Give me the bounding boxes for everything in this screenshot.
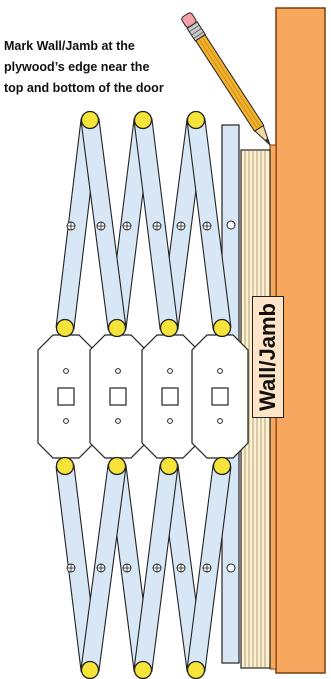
instruction-line-3: top and bottom of the door xyxy=(4,81,164,95)
pivot-bolt-icon xyxy=(80,110,100,130)
plate-slot xyxy=(109,387,127,406)
plate-screw-hole xyxy=(167,418,173,424)
cross-bolts xyxy=(66,221,212,573)
plate-screw-hole xyxy=(115,368,121,374)
plate-screw-hole xyxy=(217,368,223,374)
plate-screw-hole xyxy=(167,368,173,374)
instruction-text: Mark Wall/Jamb at the plywood’s edge nea… xyxy=(4,36,219,99)
pivot-bolts xyxy=(55,110,232,679)
pivot-bolt-icon xyxy=(80,660,100,679)
pivot-bolt-icon xyxy=(133,660,153,679)
plate-screw-hole xyxy=(63,418,69,424)
plate-slot xyxy=(57,387,75,406)
pivot-bolt-icon xyxy=(159,456,179,476)
pivot-bolt-icon xyxy=(107,456,127,476)
plate-screw-hole xyxy=(63,368,69,374)
plate-slot xyxy=(161,387,179,406)
instruction-line-1: Mark Wall/Jamb at the xyxy=(4,39,135,53)
pivot-bolt-icon xyxy=(186,110,206,130)
mounting-plates xyxy=(37,334,249,459)
pivot-bolt-icon xyxy=(55,318,75,338)
pivot-bolt-icon xyxy=(212,456,232,476)
pencil-icon xyxy=(181,12,271,146)
instruction-line-2: plywood’s edge near the xyxy=(4,60,150,74)
plate-screw-hole xyxy=(115,418,121,424)
pivot-bolt-icon xyxy=(186,660,206,679)
pivot-bolt-icon xyxy=(107,318,127,338)
pivot-bolt-icon xyxy=(159,318,179,338)
pivot-bolt-icon xyxy=(212,318,232,338)
wall-jamb xyxy=(275,7,326,674)
plate-slot xyxy=(211,387,229,406)
plate-screw-hole xyxy=(217,418,223,424)
pivot-bolt-icon xyxy=(133,110,153,130)
wall-jamb-label: Wall/Jamb xyxy=(252,296,284,418)
pivot-bolt-icon xyxy=(55,456,75,476)
